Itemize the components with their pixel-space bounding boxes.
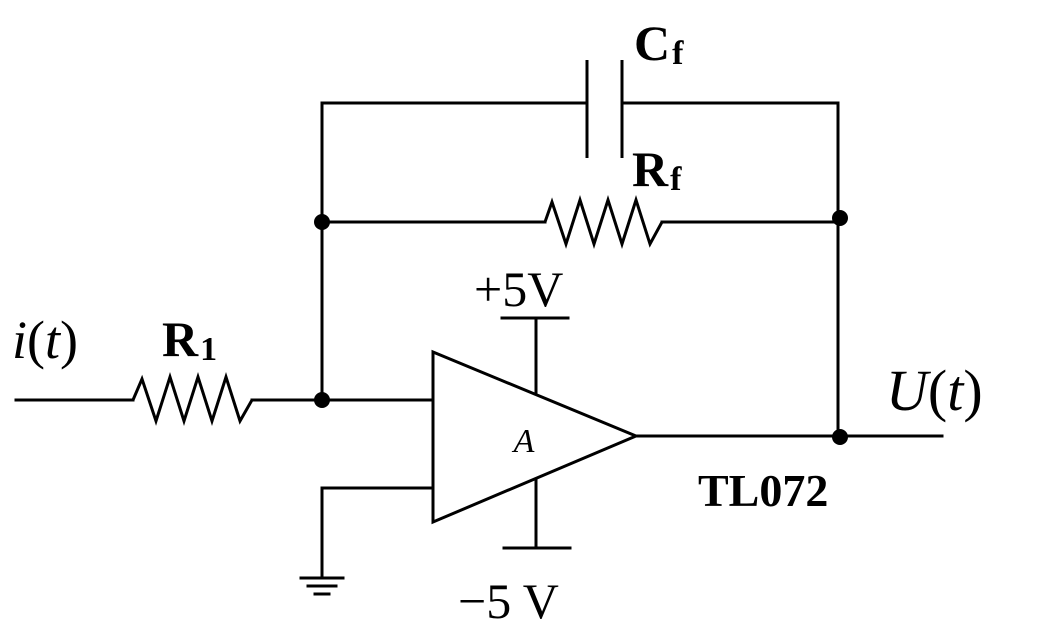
- positive-supply-label: +5V: [474, 261, 563, 317]
- capacitor-feedback-wire: [320, 101, 589, 402]
- rf-label: Rf: [632, 141, 682, 198]
- junction-node: [832, 210, 848, 226]
- resistor-rf: [543, 195, 664, 249]
- capacitor-feedback-wire-right: [620, 101, 840, 438]
- ground-icon: [299, 576, 345, 596]
- feedback-network: [320, 101, 840, 438]
- negative-supply-label: −5 V: [458, 573, 559, 629]
- capacitor-label: Cf: [634, 15, 684, 72]
- r1-label: R1: [162, 311, 217, 368]
- opamp-label: A: [512, 423, 535, 460]
- capacitor-cf: [585, 60, 624, 158]
- resistor-r1: [131, 372, 254, 426]
- chip-label: TL072: [698, 465, 828, 516]
- noninverting-ground-wire: [320, 486, 435, 580]
- junction-node: [314, 392, 330, 408]
- output-signal-label: U(t): [886, 358, 983, 423]
- positive-supply: [500, 316, 570, 394]
- junction-node: [314, 214, 330, 230]
- input-signal-label: i(t): [12, 310, 78, 370]
- junction-node: [832, 429, 848, 445]
- negative-supply: [502, 478, 572, 550]
